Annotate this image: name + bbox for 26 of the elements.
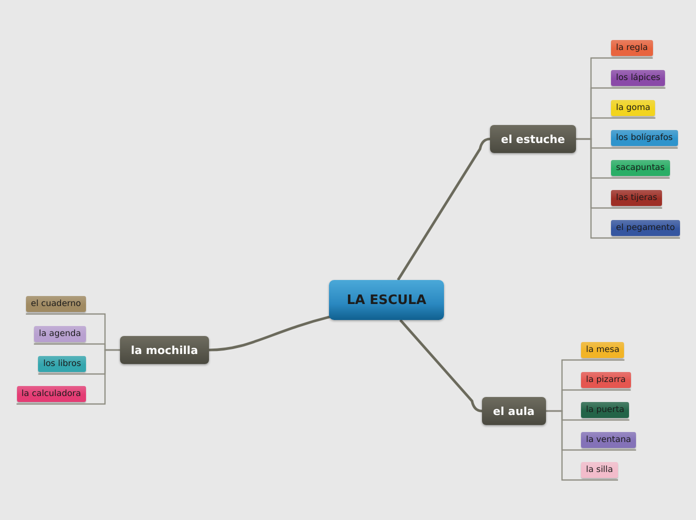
branch-line — [16, 349, 120, 405]
subtopic-box: los libros — [38, 356, 86, 372]
central-topic: LA ESCULA — [329, 280, 444, 320]
branch-line — [399, 319, 482, 412]
subtopic-box: los lápices — [611, 70, 666, 86]
subtopic-box: la puerta — [581, 402, 630, 418]
topic-box: el estuche — [490, 125, 576, 153]
branch-line — [546, 410, 618, 481]
subtopic-box: la regla — [611, 40, 653, 56]
subtopic-box: la ventana — [581, 432, 636, 448]
topic-box: el aula — [482, 397, 546, 425]
subtopic-box: la calculadora — [16, 386, 86, 402]
subtopic-box: la pizarra — [581, 372, 631, 388]
branch-line — [208, 316, 330, 352]
branch-line — [576, 138, 680, 239]
subtopic-box: el cuaderno — [26, 296, 86, 312]
subtopic-box: la mesa — [581, 342, 624, 358]
subtopic-box: los bolígrafos — [611, 130, 678, 146]
topic-box: la mochilla — [120, 336, 209, 364]
subtopic-box: la silla — [581, 462, 618, 478]
subtopic-box: sacapuntas — [611, 160, 670, 176]
subtopic-box: la agenda — [34, 326, 86, 342]
subtopic-box: el pegamento — [611, 220, 680, 236]
branch-line — [396, 138, 490, 281]
subtopic-box: la goma — [611, 100, 656, 116]
subtopic-box: las tijeras — [611, 190, 662, 206]
